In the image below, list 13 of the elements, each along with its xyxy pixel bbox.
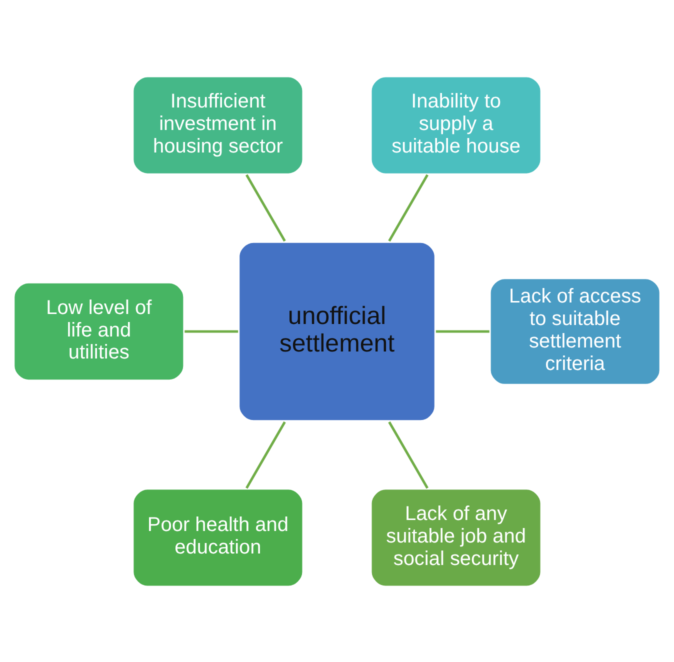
connector [436, 330, 490, 332]
node-box: Low level of life and utilities [12, 280, 186, 382]
node-box: Poor health and education [131, 486, 305, 588]
node-box: unofficial settlement [237, 240, 437, 422]
connector [246, 420, 286, 488]
connector [388, 420, 428, 488]
node-box: Lack of any suitable job and social security [369, 486, 543, 588]
connector [184, 330, 238, 332]
node-box: Insufficient investment in housing sector [131, 74, 305, 176]
connector [246, 174, 286, 242]
node-box: Inability to supply a suitable house [369, 74, 543, 176]
connector [388, 174, 428, 242]
node-box: Lack of access to suitable settlement criteria [488, 276, 662, 386]
